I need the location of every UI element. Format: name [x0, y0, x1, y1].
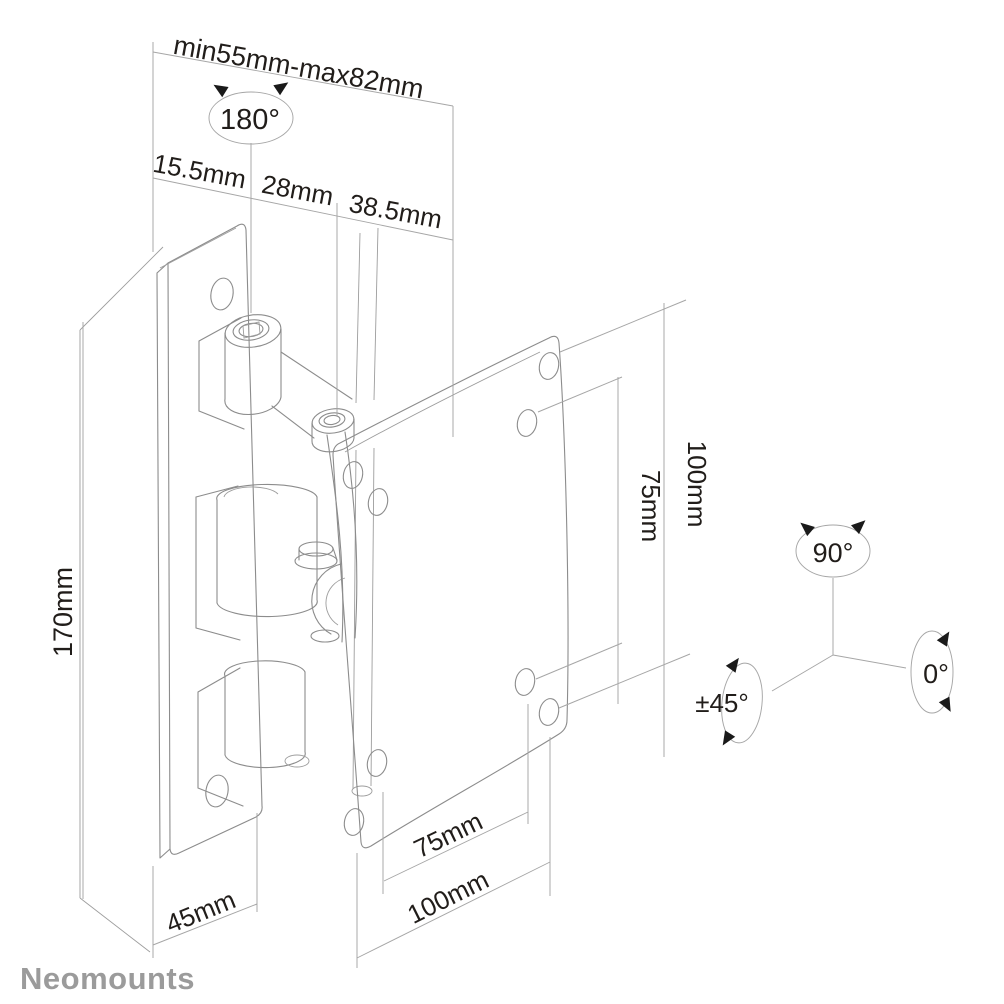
tilt-45-arrow-top-icon: [725, 657, 739, 673]
ball-joint-dome: [311, 563, 342, 635]
angle-label-tilt-45: ±45°: [695, 688, 749, 718]
rotation-axis-indicator: [721, 520, 954, 746]
rotation-arrow-left-icon: [213, 84, 229, 98]
vesa-hole-75-bl: [366, 749, 388, 777]
vesa-hole-100-br: [538, 698, 560, 726]
angle-label-180: 180°: [220, 104, 280, 136]
wall-screw-hole-top: [210, 277, 234, 311]
vesa-hole-100-tl: [342, 461, 364, 489]
support-arm: [326, 434, 344, 643]
dim-label-segment-38-5: 38.5mm: [347, 188, 445, 235]
dim-label-vesa-v-75: 75mm: [636, 470, 666, 542]
vesa-hole-100-tr: [538, 352, 560, 380]
dimension-lines-bottom: [152, 704, 551, 968]
dim-label-vesa-h-100: 100mm: [402, 864, 493, 930]
socket-screw-pivot: [311, 408, 355, 434]
rotation-0-ellipse: [910, 630, 954, 714]
socket-screw-top: [232, 319, 270, 341]
dim-label-height-170: 170mm: [48, 567, 78, 657]
rotation-90-arrow-left-icon: [800, 522, 815, 537]
rotation-90-arrow-right-icon: [851, 520, 866, 535]
dimension-lines-top: [152, 42, 454, 437]
rotation-90-ellipse: [795, 524, 871, 578]
dim-label-vesa-v-100: 100mm: [682, 441, 712, 528]
dim-label-segment-28: 28mm: [259, 169, 336, 212]
angle-label-0: 0°: [923, 659, 949, 689]
wall-plate: [156, 223, 379, 859]
tilt-45-arrow-bottom-icon: [722, 730, 736, 746]
dimension-lines-right: [535, 299, 691, 757]
vesa-hole-75-tr: [516, 409, 538, 437]
angle-label-90: 90°: [813, 538, 854, 568]
rotation-arrow-right-icon: [273, 82, 289, 96]
vesa-hole-100-bl: [343, 808, 365, 836]
rotation-0-arrow-bottom-icon: [938, 696, 951, 712]
tilt-45-ellipse: [721, 662, 763, 744]
swivel-180-indicator: [208, 82, 294, 145]
brand-logo: Neomounts: [20, 961, 195, 996]
dim-label-vesa-h-75: 75mm: [409, 806, 487, 864]
vesa-hole-75-br: [514, 668, 536, 696]
vesa-plate: [332, 335, 569, 849]
dim-label-width-45: 45mm: [162, 884, 240, 939]
vesa-hole-75-tl: [367, 488, 389, 516]
rotation-0-arrow-top-icon: [936, 631, 950, 647]
dim-label-depth-range: min55mm-max82mm: [171, 30, 426, 104]
wall-surface: [79, 246, 164, 953]
wall-screw-hole-bottom: [205, 774, 229, 808]
hinge-assembly: [195, 314, 358, 807]
